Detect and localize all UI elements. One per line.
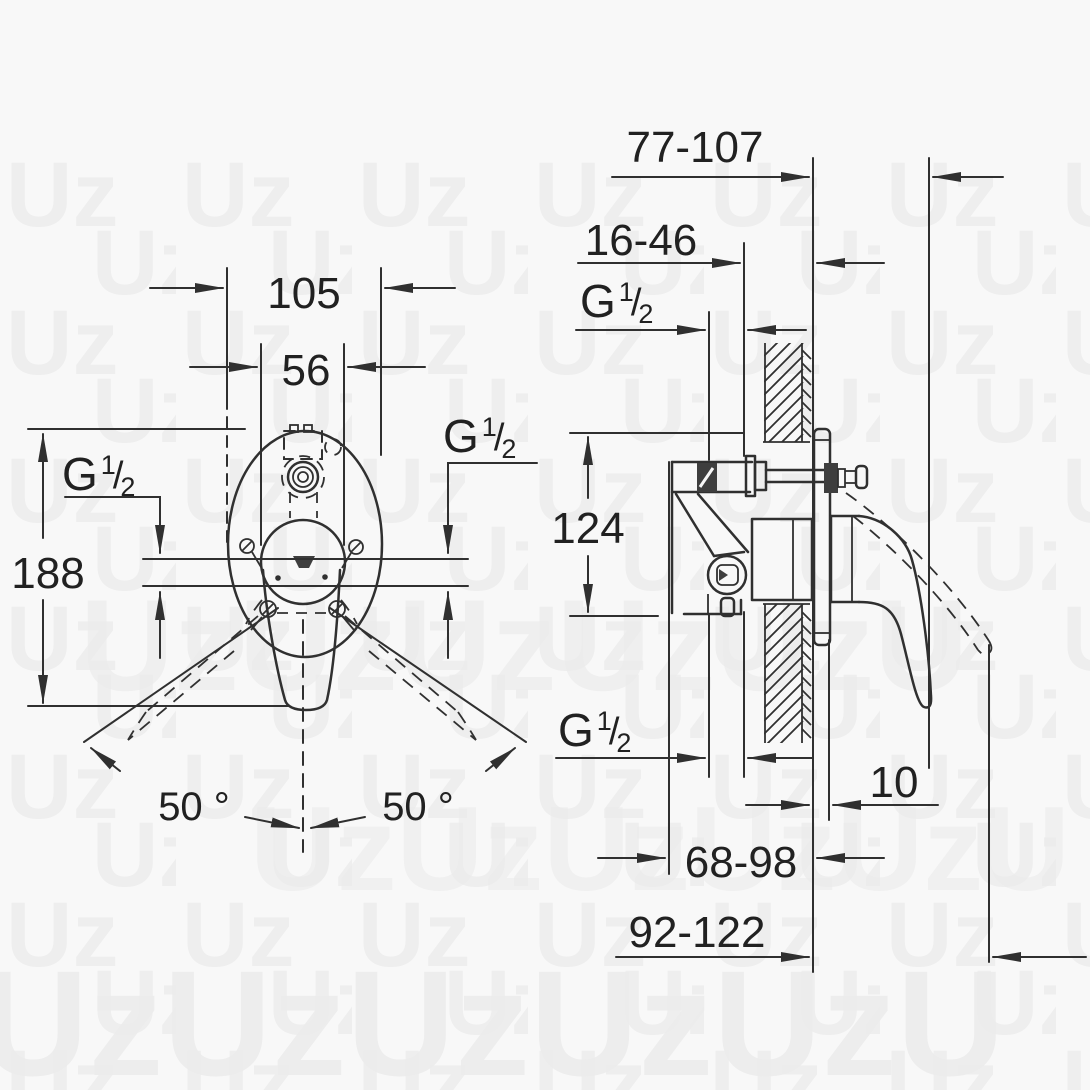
outlet-box-dashed (283, 430, 323, 460)
wall-section-top (763, 343, 812, 443)
watermark-pattern (0, 150, 1090, 1090)
swing-line-right (329, 607, 527, 743)
brace (674, 492, 716, 558)
outlet-tab (303, 424, 313, 433)
dim-56: 56 (189, 343, 426, 546)
lever-open-dashed (852, 515, 979, 651)
outlet-circle (292, 466, 314, 488)
handle-dot (275, 575, 281, 581)
svg-text:G1/2: G1/2 (558, 704, 631, 758)
handle-lever-front (261, 568, 342, 712)
extension-lines (569, 157, 990, 973)
dim-77-107-label: 77-107 (626, 123, 763, 172)
spindle-assembly (744, 454, 869, 498)
wall-hatch (764, 343, 804, 442)
dim-188-label: 188 (11, 549, 84, 598)
angle-dimension: 50 ° 50 ° (83, 607, 527, 853)
dim-124-label: 124 (551, 504, 624, 553)
swing-line-left (83, 607, 279, 743)
plaster-ticks (801, 611, 812, 739)
side-view: 77-107 16-46 G1/2 124 G1/2 (551, 123, 1087, 973)
svg-text:UzUzUzUzUzU: UzUzUzUzUzU (0, 939, 1005, 1090)
outlet-circle-dashed (281, 455, 325, 499)
dim-105-label: 105 (267, 269, 340, 318)
dim-188: 188 (11, 428, 289, 707)
wall-hatch (764, 604, 804, 743)
lever-open-dashed (977, 640, 993, 656)
outlet-tab (289, 424, 299, 433)
handle-dot (322, 574, 328, 580)
body-foot (719, 596, 736, 618)
dim-10: 10 (745, 758, 939, 810)
angle-left-label: 50 ° (158, 785, 230, 829)
dim-68-98: 68-98 (597, 838, 885, 887)
wall-section-bottom (763, 603, 812, 743)
lever-open-dashed (845, 492, 990, 642)
dim-10-label: 10 (870, 758, 919, 807)
hex-socket (706, 554, 748, 596)
dim-124: 124 (551, 436, 625, 613)
front-view: 50 ° 50 ° 105 56 188 (11, 267, 538, 853)
dim-16-46-label: 16-46 (585, 216, 698, 265)
svg-text:G1/2: G1/2 (443, 410, 516, 464)
svg-text:G1/2: G1/2 (62, 448, 135, 502)
dim-105: 105 (149, 267, 456, 543)
dim-92-122: 92-122 (615, 908, 1087, 962)
angle-right-label: 50 ° (382, 785, 454, 829)
handle-side (829, 492, 993, 709)
fixing-hole-dashed (324, 438, 342, 456)
fixing-screw-head (854, 464, 869, 490)
dim-56-label: 56 (282, 346, 331, 395)
svg-text:G1/2: G1/2 (580, 275, 653, 329)
brace (696, 492, 750, 554)
plaster-ticks (801, 349, 812, 438)
svg-text:UzUzUzUzUzU: UzUzUzUzUzU (80, 572, 968, 718)
dim-16-46: 16-46 (577, 216, 885, 268)
svg-text:UzUzUzUzUzU: UzUzUzUzUzU (250, 782, 1070, 916)
outlet-circle (297, 471, 309, 483)
handle-lever-side (857, 514, 933, 709)
dim-77-107: 77-107 (611, 123, 1004, 182)
dim-68-98-label: 68-98 (685, 838, 798, 887)
outlet-circle (286, 460, 320, 494)
dim-92-122-label: 92-122 (628, 908, 765, 957)
